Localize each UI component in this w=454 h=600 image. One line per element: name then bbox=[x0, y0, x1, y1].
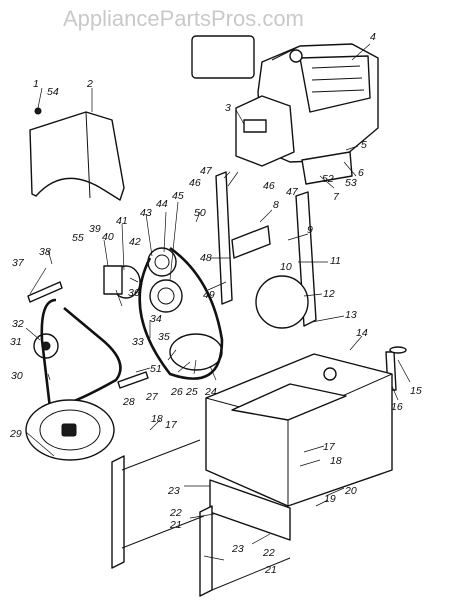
frame bbox=[205, 353, 393, 541]
part-label-36: 36 bbox=[128, 287, 140, 299]
leader-lines bbox=[25, 43, 411, 561]
part-label-53: 53 bbox=[345, 177, 357, 189]
part-label-51: 51 bbox=[150, 363, 162, 375]
part-label-17-b: 17 bbox=[323, 441, 336, 453]
part-label-11: 11 bbox=[330, 255, 341, 267]
part-label-47-b: 47 bbox=[286, 186, 299, 198]
part-label-22-a: 22 bbox=[169, 507, 182, 519]
bolt-28 bbox=[117, 371, 149, 389]
part-label-29: 29 bbox=[9, 428, 22, 440]
part-label-39: 39 bbox=[89, 223, 101, 235]
part-label-14: 14 bbox=[356, 327, 368, 339]
belt-guard bbox=[29, 111, 125, 201]
guard-fastener bbox=[34, 107, 42, 115]
part-label-21-a: 21 bbox=[169, 519, 182, 531]
part-label-44: 44 bbox=[156, 198, 168, 210]
part-label-26: 26 bbox=[170, 386, 183, 398]
part-label-31: 31 bbox=[10, 336, 22, 348]
part-label-12: 12 bbox=[323, 288, 335, 300]
plate-hole bbox=[255, 275, 309, 329]
part-label-40: 40 bbox=[102, 231, 114, 243]
main-pulley bbox=[169, 333, 223, 371]
bracket-right bbox=[295, 191, 317, 327]
part-label-30: 30 bbox=[11, 370, 23, 382]
part-label-15: 15 bbox=[410, 385, 422, 397]
part-label-49: 49 bbox=[203, 289, 215, 301]
part-label-37: 37 bbox=[12, 257, 25, 269]
part-label-2: 2 bbox=[86, 78, 93, 90]
part-label-1: 1 bbox=[33, 78, 39, 90]
part-label-10: 10 bbox=[280, 261, 292, 273]
part-label-42: 42 bbox=[129, 236, 141, 248]
part-label-41: 41 bbox=[116, 215, 128, 227]
part-label-3: 3 bbox=[225, 102, 231, 114]
air-cleaner bbox=[191, 35, 255, 79]
part-label-33: 33 bbox=[132, 336, 144, 348]
idler-arm bbox=[231, 225, 271, 259]
part-label-17-a: 17 bbox=[165, 419, 178, 431]
part-label-27: 27 bbox=[145, 391, 159, 403]
part-label-55: 55 bbox=[72, 232, 84, 244]
side-plate-left bbox=[111, 455, 125, 569]
part-label-47-a: 47 bbox=[200, 165, 213, 177]
part-label-50: 50 bbox=[194, 207, 206, 219]
part-label-23-b: 23 bbox=[231, 543, 244, 555]
engine bbox=[191, 35, 379, 185]
part-number-labels: 1 54 2 3 4 5 6 7 8 9 10 11 12 13 14 15 1… bbox=[9, 31, 422, 576]
bracket-left bbox=[215, 171, 233, 305]
watermark-text: AppliancePartsPros.com bbox=[63, 6, 304, 31]
part-label-43: 43 bbox=[140, 207, 152, 219]
part-label-34: 34 bbox=[150, 313, 162, 325]
part-label-6: 6 bbox=[358, 167, 364, 179]
part-label-28: 28 bbox=[122, 396, 135, 408]
idler-pulley bbox=[149, 279, 183, 313]
side-plate-right bbox=[199, 505, 213, 597]
part-label-25: 25 bbox=[185, 386, 198, 398]
part-label-21-b: 21 bbox=[264, 564, 277, 576]
part-label-35: 35 bbox=[158, 331, 170, 343]
part-label-4: 4 bbox=[370, 31, 376, 43]
part-label-38: 38 bbox=[39, 246, 51, 258]
part-label-23-a: 23 bbox=[167, 485, 180, 497]
part-label-20: 20 bbox=[344, 485, 357, 497]
part-label-5: 5 bbox=[361, 139, 367, 151]
part-label-18-a: 18 bbox=[151, 413, 163, 425]
part-label-48: 48 bbox=[200, 252, 212, 264]
part-label-45: 45 bbox=[172, 190, 184, 202]
part-label-22-b: 22 bbox=[262, 547, 275, 559]
spring-block bbox=[103, 265, 123, 295]
part-label-7: 7 bbox=[333, 191, 340, 203]
part-label-46-b: 46 bbox=[263, 180, 275, 192]
bolt-37 bbox=[27, 281, 63, 303]
part-label-24: 24 bbox=[204, 386, 217, 398]
part-label-32: 32 bbox=[12, 318, 24, 330]
part-label-8: 8 bbox=[273, 199, 279, 211]
part-label-54: 54 bbox=[47, 86, 59, 98]
part-label-16: 16 bbox=[391, 401, 403, 413]
drive-belt-upper bbox=[138, 246, 224, 380]
part-label-13: 13 bbox=[345, 309, 357, 321]
part-label-9: 9 bbox=[307, 224, 313, 236]
frame-brace bbox=[209, 479, 291, 541]
washer-15 bbox=[389, 346, 407, 354]
part-label-52: 52 bbox=[322, 173, 334, 185]
part-label-18-b: 18 bbox=[330, 455, 342, 467]
engine-base bbox=[301, 151, 353, 185]
part-label-19: 19 bbox=[324, 493, 336, 505]
part-label-46-a: 46 bbox=[189, 177, 201, 189]
